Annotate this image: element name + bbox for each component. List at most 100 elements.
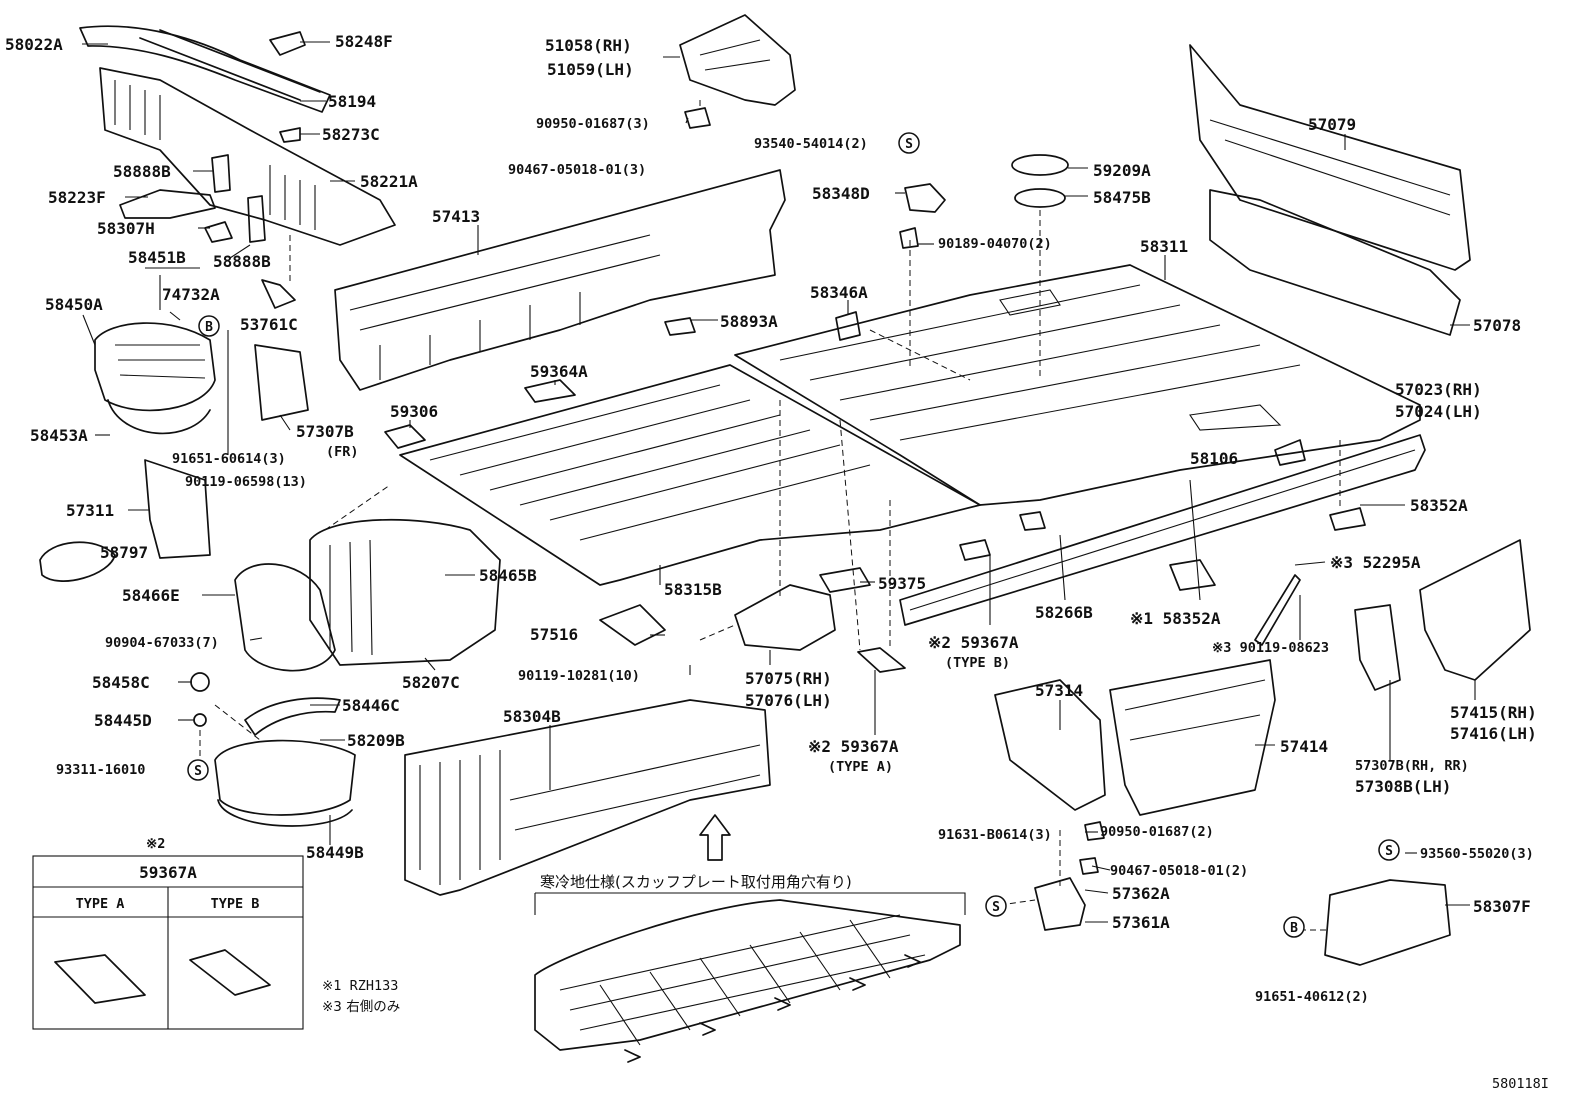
panel-58304B-shape: [404, 699, 771, 896]
label-90467-05018-b: 90467-05018-01(2): [1110, 863, 1248, 879]
crossmember-57078-shape: [1209, 189, 1461, 336]
label-58458C: 58458C: [92, 673, 150, 692]
svg-text:S: S: [194, 764, 202, 779]
label-90119-06598: 90119-06598(13): [185, 474, 307, 490]
label-58307H: 58307H: [97, 219, 155, 238]
label-57361A: 57361A: [1112, 913, 1170, 932]
label-53761C: 53761C: [240, 315, 298, 334]
svg-text:B: B: [205, 320, 213, 335]
label-58307F: 58307F: [1473, 897, 1531, 916]
label-58888B-a: 58888B: [113, 162, 171, 181]
label-93540-54014: 93540-54014(2): [754, 136, 868, 152]
svg-text:S: S: [992, 900, 1000, 915]
label-58194: 58194: [328, 92, 376, 111]
label-90950-01687-a: 90950-01687(3): [536, 116, 650, 132]
rail-58022A-shape: [79, 25, 331, 113]
label-93311-16010: 93311-16010: [56, 762, 145, 778]
part-drawings: [39, 14, 1531, 1063]
footnote-1: ※1 RZH133: [322, 978, 398, 994]
label-58453A: 58453A: [30, 426, 88, 445]
wheel-well-58466E-shape: [234, 563, 336, 672]
label-57024: 57024(LH): [1395, 402, 1482, 421]
wheel-well-58450A-shape: [94, 322, 216, 412]
label-90119-10281: 90119-10281(10): [518, 668, 640, 684]
label-58311: 58311: [1140, 237, 1188, 256]
label-58266B: 58266B: [1035, 603, 1093, 622]
label-58451B: 58451B: [128, 248, 186, 267]
label-59364A: 59364A: [530, 362, 588, 381]
label-58209B: 58209B: [347, 731, 405, 750]
label-57023: 57023(RH): [1395, 380, 1482, 399]
side-panel-57413-shape: [334, 169, 786, 391]
label-58352A-a: 58352A: [1410, 496, 1468, 515]
label-57307B-fr-note: (FR): [326, 444, 359, 460]
label-57415: 57415(RH): [1450, 703, 1537, 722]
svg-text:S: S: [905, 137, 913, 152]
label-58445D: 58445D: [94, 711, 152, 730]
rocker-57023-shape: [899, 434, 1426, 626]
label-52295A: ※3 52295A: [1330, 553, 1421, 572]
label-90189-04070: 90189-04070(2): [938, 236, 1052, 252]
label-90950-01687-b: 90950-01687(2): [1100, 824, 1214, 840]
figure-id: 580118I: [1492, 1076, 1549, 1092]
label-57362A: 57362A: [1112, 884, 1170, 903]
label-58106: 58106: [1190, 449, 1238, 468]
label-93560-55020: 93560-55020(3): [1420, 846, 1534, 862]
label-58348D: 58348D: [812, 184, 870, 203]
label-58893A: 58893A: [720, 312, 778, 331]
leader-lines: [82, 41, 1476, 931]
label-58352A-b: ※1 58352A: [1130, 609, 1221, 628]
label-58304B: 58304B: [503, 707, 561, 726]
inset-caption: 寒冷地仕様(スカッフプレート取付用角穴有り): [540, 873, 852, 891]
b-badge-91651-40612: B: [1283, 916, 1305, 938]
svg-text:B: B: [1290, 921, 1298, 936]
label-59367A-b-note: (TYPE B): [945, 655, 1010, 671]
label-57311: 57311: [66, 501, 114, 520]
panel-57415-shape: [1419, 539, 1531, 681]
floor-58315B-shape: [399, 364, 981, 586]
label-59306: 59306: [390, 402, 438, 421]
s-badge-93311: S: [187, 759, 209, 781]
label-90119-08623: ※3 90119-08623: [1212, 640, 1329, 656]
label-74732A: 74732A: [162, 285, 220, 304]
panel-57414-shape: [1109, 659, 1276, 816]
label-58475B: 58475B: [1093, 188, 1151, 207]
label-58449B: 58449B: [306, 843, 364, 862]
panel-58221A-shape: [99, 67, 396, 246]
label-59367A-b: ※2 59367A: [928, 633, 1019, 652]
part-labels: 58022A 58248F 58194 58273C 58888B 58221A…: [5, 32, 1537, 1005]
label-59209A: 59209A: [1093, 161, 1151, 180]
s-badge-91631: S: [985, 895, 1007, 917]
label-57416: 57416(LH): [1450, 724, 1537, 743]
label-58223F: 58223F: [48, 188, 106, 207]
label-58315B: 58315B: [664, 580, 722, 599]
label-91651-40612: 91651-40612(2): [1255, 989, 1369, 1005]
type-table-part: 59367A: [139, 863, 197, 882]
label-57307B-rr: 57307B(RH, RR): [1355, 758, 1469, 774]
label-57076: 57076(LH): [745, 691, 832, 710]
label-90467-05018-a: 90467-05018-01(3): [508, 162, 646, 178]
s-badge-93560: S: [1378, 839, 1400, 861]
badges: S B S S S B: [187, 132, 1400, 938]
bracket-51058-shape: [679, 14, 796, 106]
s-badge-93540: S: [898, 132, 920, 154]
svg-text:S: S: [1385, 844, 1393, 859]
label-58888B-b: 58888B: [213, 252, 271, 271]
label-57414: 57414: [1280, 737, 1328, 756]
type-table-col-a: TYPE A: [76, 896, 125, 912]
label-58465B: 58465B: [479, 566, 537, 585]
label-57516: 57516: [530, 625, 578, 644]
label-59375: 59375: [878, 574, 926, 593]
label-58248F: 58248F: [335, 32, 393, 51]
footnote-3: ※3 右側のみ: [322, 999, 400, 1015]
label-91651-60614: 91651-60614(3): [172, 451, 286, 467]
label-51059: 51059(LH): [547, 60, 634, 79]
label-58450A: 58450A: [45, 295, 103, 314]
label-90904-67033: 90904-67033(7): [105, 635, 219, 651]
label-57079: 57079: [1308, 115, 1356, 134]
label-59367A-a: ※2 59367A: [808, 737, 899, 756]
label-58346A: 58346A: [810, 283, 868, 302]
member-57075-shape: [734, 584, 836, 651]
label-58466E: 58466E: [122, 586, 180, 605]
